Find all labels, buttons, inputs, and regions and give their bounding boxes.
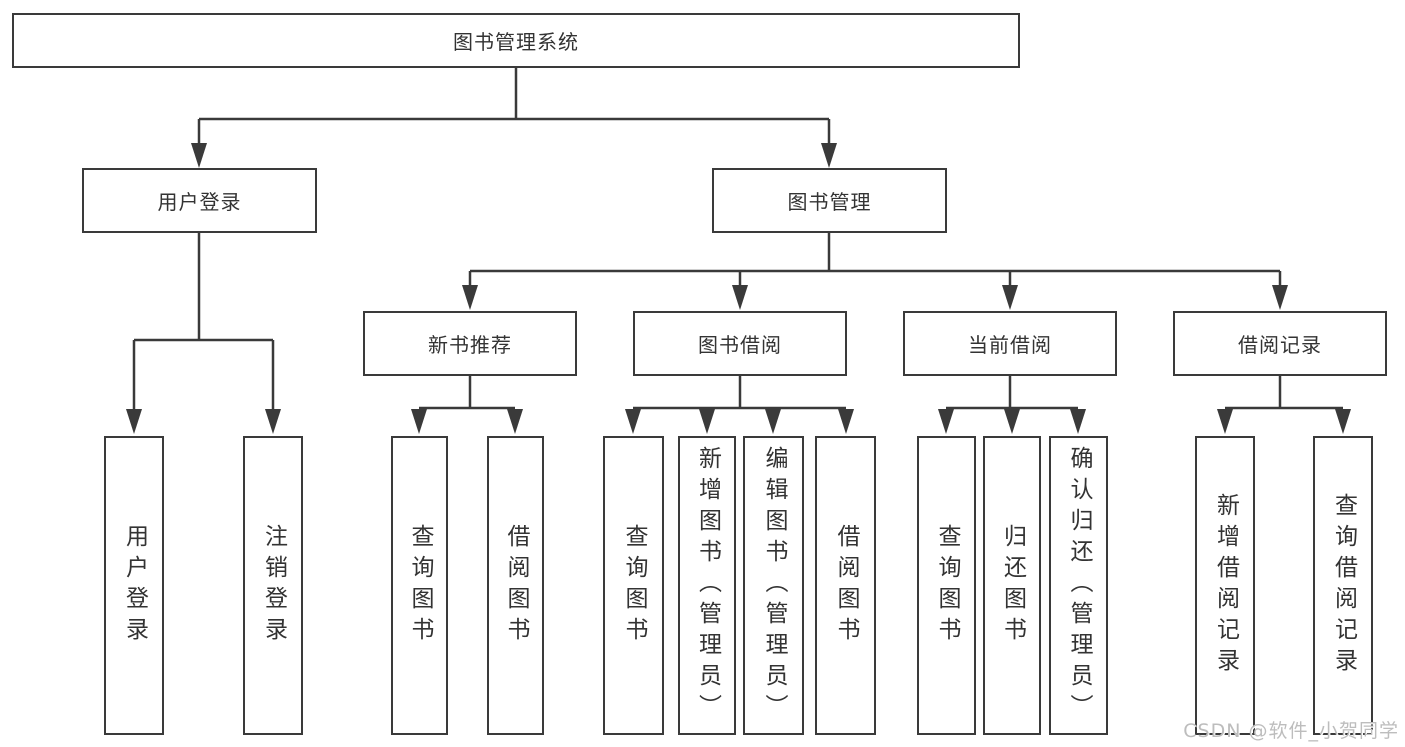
node-current-borrow: 当前借阅 [903, 311, 1117, 376]
connector-segments [132, 68, 1343, 410]
node-root-system: 图书管理系统 [12, 13, 1020, 68]
node-new-book-recommend: 新书推荐 [363, 311, 577, 376]
csdn-watermark: CSDN @软件_小贺同学 [1183, 720, 1399, 742]
leaf-query-books-current: 查询图书 [917, 436, 976, 735]
leaf-logout: 注销登录 [243, 436, 303, 735]
arrowhead-icons [126, 143, 1351, 434]
leaf-confirm-return-admin: 确认归还（管理员） [1049, 436, 1108, 735]
leaf-query-borrow-record: 查询借阅记录 [1313, 436, 1373, 735]
leaf-query-books-borrow: 查询图书 [603, 436, 664, 735]
leaf-add-borrow-record: 新增借阅记录 [1195, 436, 1255, 735]
leaf-add-book-admin: 新增图书（管理员） [678, 436, 736, 735]
node-book-management-branch: 图书管理 [712, 168, 947, 233]
leaf-query-books-recommend: 查询图书 [391, 436, 448, 735]
node-book-borrow: 图书借阅 [633, 311, 847, 376]
leaf-edit-book-admin: 编辑图书（管理员） [743, 436, 804, 735]
leaf-borrow-books: 借阅图书 [815, 436, 876, 735]
node-user-login-branch: 用户登录 [82, 168, 317, 233]
leaf-user-login: 用户登录 [104, 436, 164, 735]
leaf-borrow-books-recommend: 借阅图书 [487, 436, 544, 735]
leaf-return-book: 归还图书 [983, 436, 1041, 735]
node-borrow-records: 借阅记录 [1173, 311, 1387, 376]
